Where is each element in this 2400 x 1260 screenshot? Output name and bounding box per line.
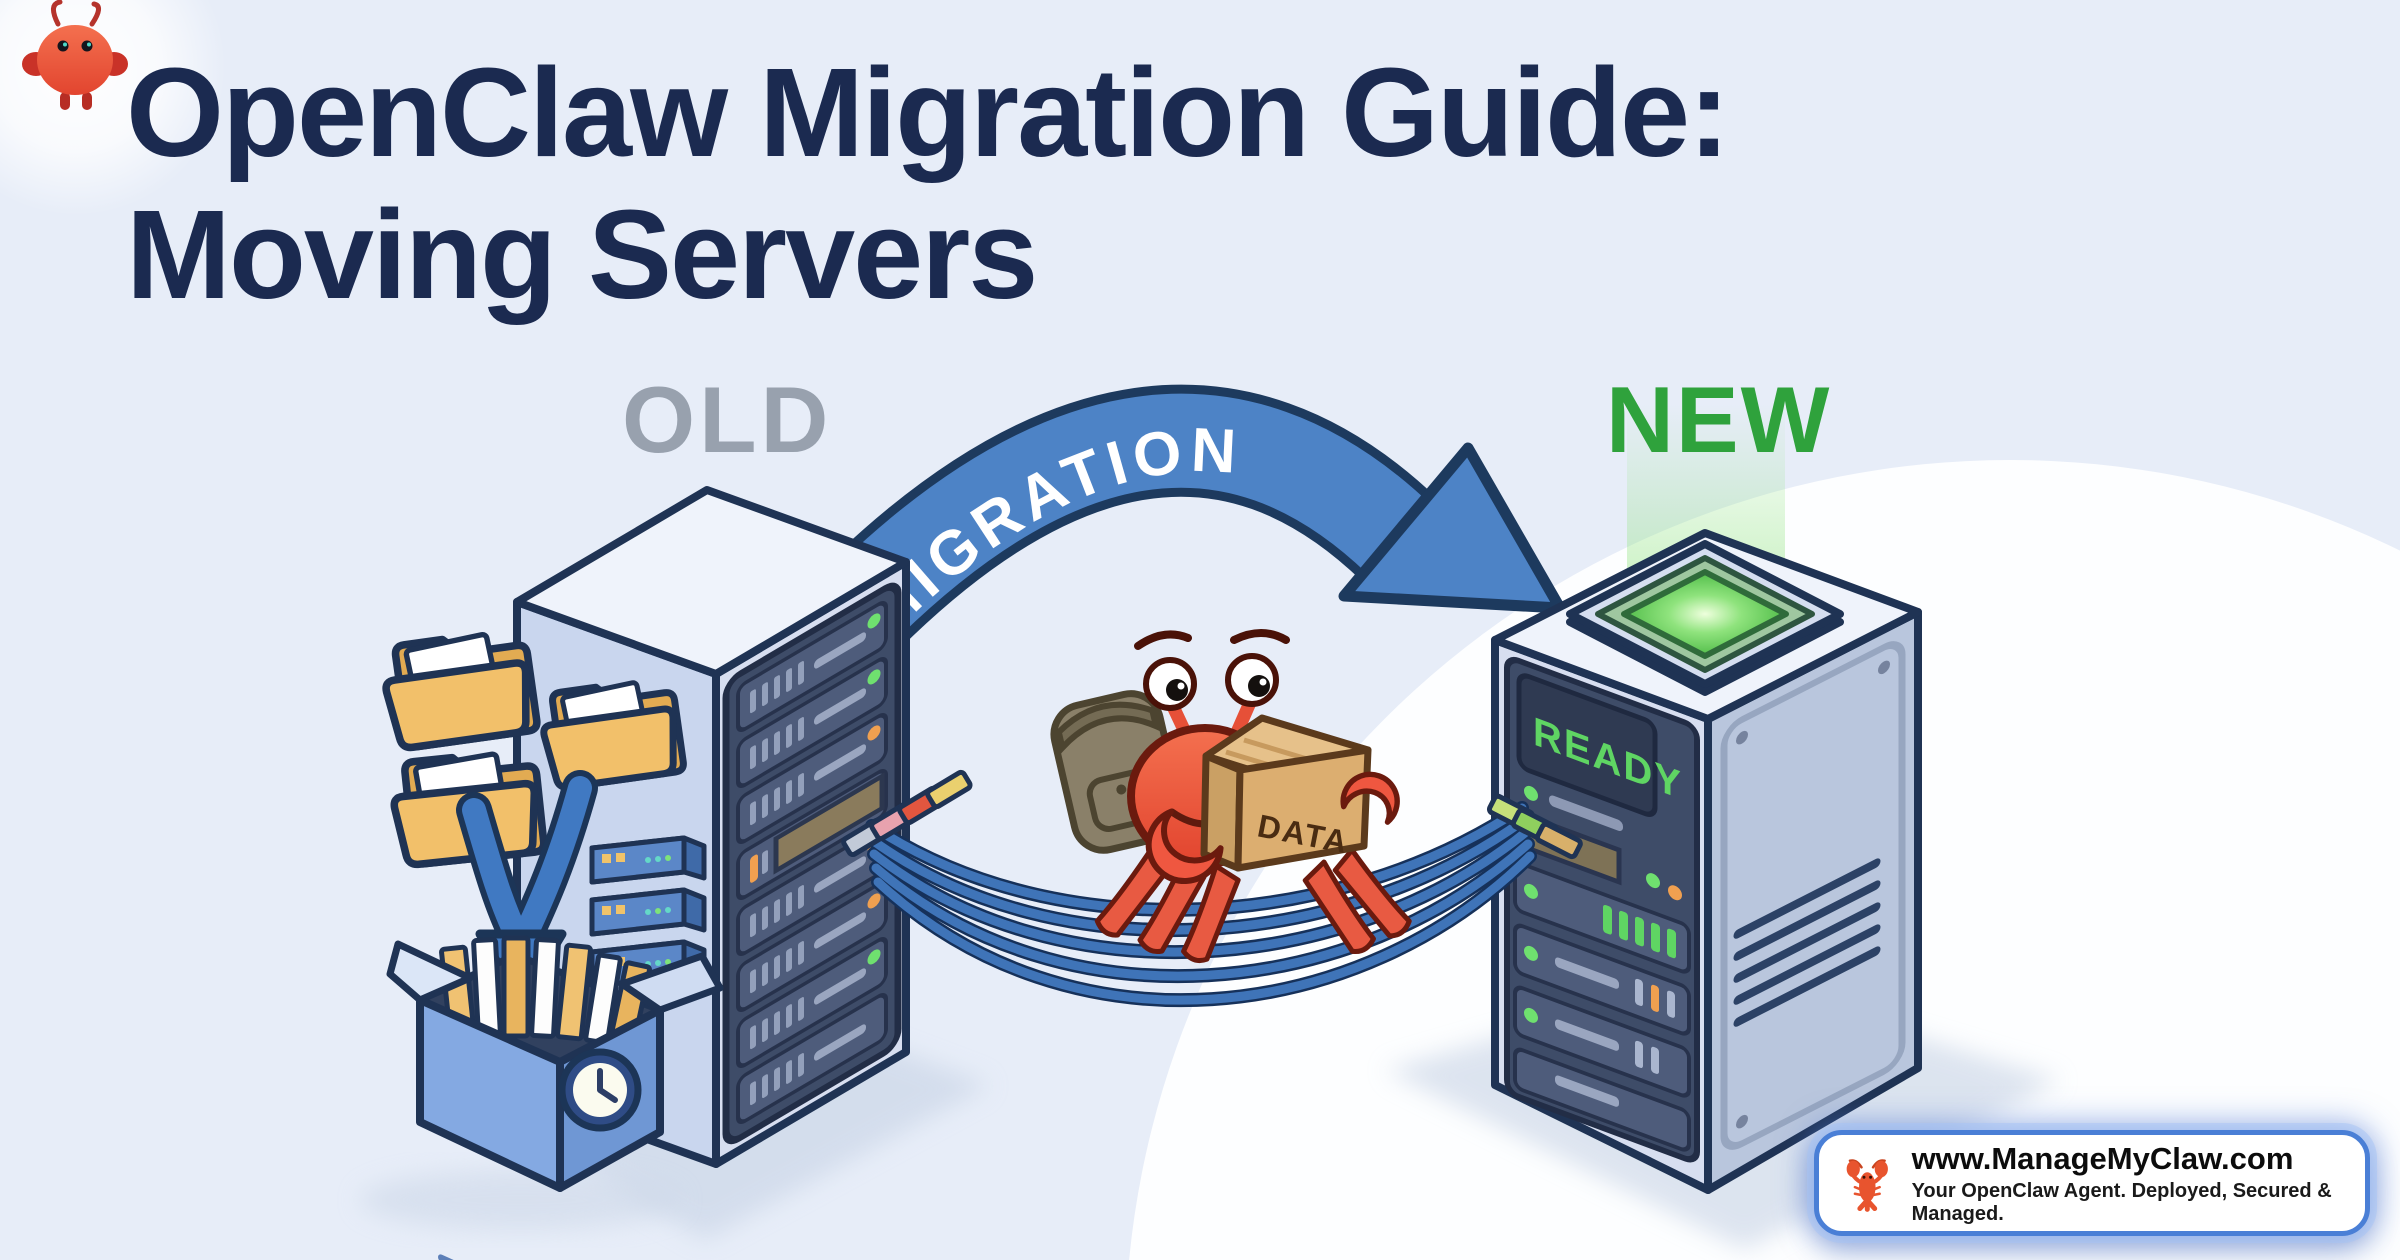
new-server-rack-panel: READY: [1504, 656, 1700, 1163]
cable-connectors-new: [1486, 793, 1583, 860]
title-line-1: OpenClaw Migration Guide:: [126, 42, 1730, 183]
archive-box-shadow: [360, 1170, 680, 1230]
crab-claw: [1145, 808, 1224, 884]
crab-courier: DATA: [1050, 629, 1411, 963]
title-line-2: Moving Servers: [126, 184, 1038, 326]
badge-tagline: Your OpenClaw Agent. Deployed, Secured &…: [1911, 1179, 2332, 1225]
cable-connectors-old: [841, 769, 973, 858]
folder-icon: [538, 677, 684, 790]
ready-screen: [1516, 673, 1658, 817]
vent-lines-icon: [1733, 858, 1881, 1027]
new-server: READY: [1491, 404, 1922, 1194]
badge-url: www.ManageMyClaw.com: [1911, 1140, 2294, 1176]
clock-icon: [558, 1048, 642, 1132]
lobster-icon: [1846, 1159, 1888, 1212]
crab-eyes: [1134, 629, 1290, 711]
arrow-head: [1338, 442, 1566, 614]
badge-text: www.ManageMyClaw.com Your OpenClaw Agent…: [1912, 1141, 2339, 1226]
new-server-label: NEW: [1606, 367, 1831, 472]
new-server-side-details: [1720, 641, 1906, 1150]
data-box: DATA: [1200, 714, 1372, 872]
managemyclaw-badge: www.ManageMyClaw.com Your OpenClaw Agent…: [1814, 1130, 2370, 1236]
old-server-top-face: [513, 486, 910, 678]
green-pad-icon: [1566, 540, 1844, 696]
old-server-label: OLD: [622, 367, 832, 472]
poster-title: OpenClaw Migration Guide: Moving Servers: [126, 42, 1730, 327]
folder-icon: [380, 628, 538, 750]
archive-box: [386, 935, 724, 1260]
crab-claw: [1340, 771, 1400, 825]
crab-mascot-icon: [22, 0, 128, 110]
status-led: [1524, 785, 1538, 801]
